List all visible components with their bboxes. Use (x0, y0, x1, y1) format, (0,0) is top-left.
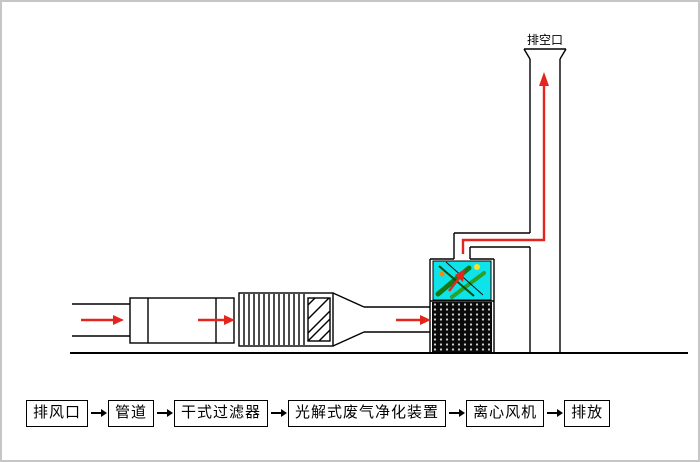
pipework-lines (70, 48, 688, 354)
flow-arrow-icon (449, 409, 466, 418)
flow-arrow-icon (547, 409, 564, 418)
flow-arrow-icon (396, 315, 431, 325)
dry-filter-box (238, 292, 334, 347)
lamp-flow-arrow-icon (448, 269, 465, 292)
inlet-duct (72, 303, 130, 337)
connecting-duct (364, 306, 430, 333)
stack-cap (523, 48, 567, 60)
stack-flow-arrow-icon (461, 72, 549, 254)
flow-step-duct: 管道 (108, 400, 155, 427)
reducer-cone (332, 292, 365, 347)
process-flowchart: 排风口 管道 干式过滤器 光解式废气净化装置 离心风机 排放 (26, 400, 611, 427)
purifier-unit-outline (429, 258, 495, 353)
flow-arrow-icon (198, 315, 235, 325)
lamp-glow-icon (474, 264, 480, 270)
flow-step-photolysis-purifier: 光解式废气净化装置 (288, 400, 447, 427)
flow-step-discharge: 排放 (564, 400, 611, 427)
flow-arrow-icon (81, 315, 124, 325)
filter-hatch-box (307, 297, 331, 342)
airflow-arrows (81, 72, 549, 325)
flow-arrow-icon (91, 409, 108, 418)
flow-arrow-icon (157, 409, 174, 418)
flow-arrow-icon (271, 409, 288, 418)
stack-outlet-label: 排空口 (527, 33, 563, 47)
flow-step-centrifugal-fan: 离心风机 (466, 400, 545, 427)
flow-step-dry-filter: 干式过滤器 (174, 400, 269, 427)
activated-carbon-section (432, 302, 492, 352)
exhaust-stack (523, 48, 567, 353)
flow-step-exhaust-inlet: 排风口 (26, 400, 89, 427)
elbow-duct (453, 232, 530, 259)
lamp-glow-icon (439, 271, 445, 277)
